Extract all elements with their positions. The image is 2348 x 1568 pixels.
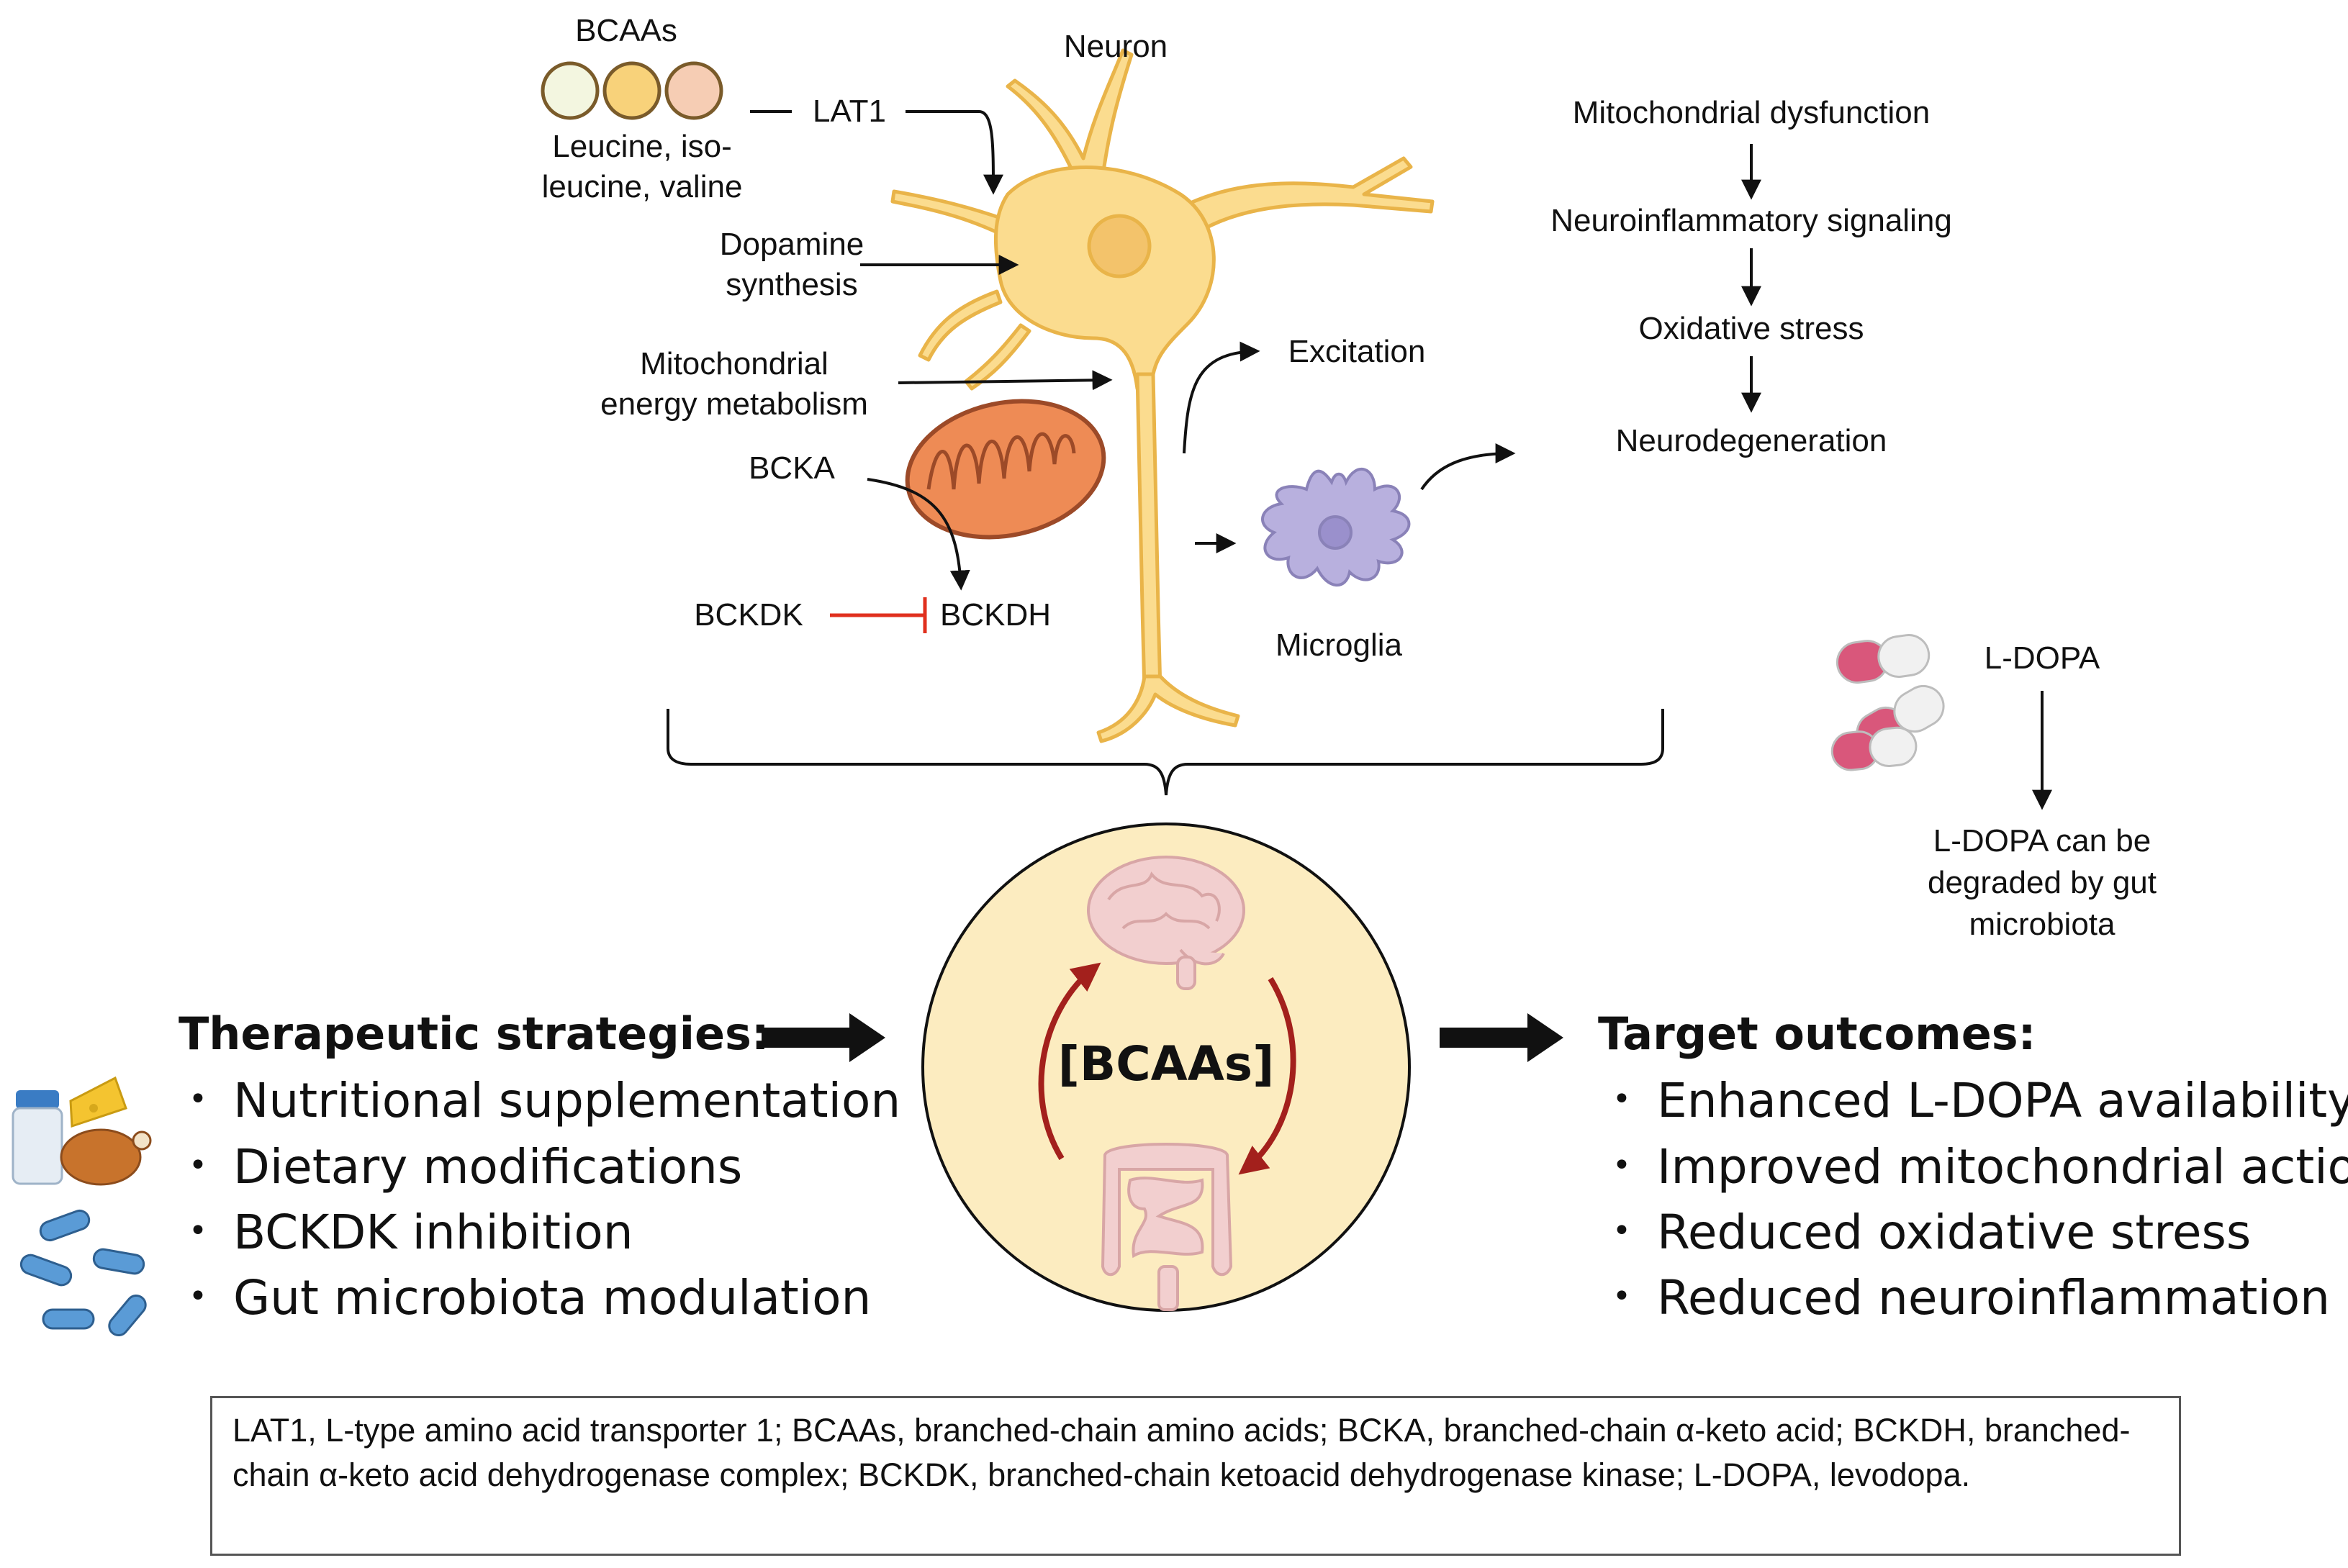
outcome-text: Improved mitochondrial action bbox=[1657, 1139, 2348, 1195]
bullet: • bbox=[1612, 1212, 1631, 1249]
outcome-item: • Reduced neuroinflammation bbox=[1612, 1265, 2330, 1334]
bcaas-label: BCAAs bbox=[575, 13, 677, 48]
outcome-item: • Enhanced L-DOPA availability bbox=[1612, 1068, 2348, 1137]
outcome-text: Enhanced L-DOPA availability bbox=[1657, 1073, 2348, 1128]
cycle-arrows bbox=[1038, 962, 1296, 1175]
neuron-icon bbox=[890, 48, 1435, 743]
chicken-icon bbox=[60, 1128, 152, 1186]
bullet: • bbox=[1612, 1080, 1631, 1118]
intestine-icon bbox=[1101, 1143, 1233, 1311]
bckdk-label: BCKDK bbox=[694, 597, 803, 633]
capsule-icon bbox=[1830, 634, 1945, 771]
neuron-label: Neuron bbox=[1063, 29, 1168, 64]
bullet: • bbox=[189, 1212, 207, 1249]
strategy-item: • Gut microbiota modulation bbox=[189, 1265, 871, 1334]
chain-step-3: Oxidative stress bbox=[1638, 311, 1864, 346]
bckdh-label: BCKDH bbox=[940, 597, 1052, 633]
outcome-text: Reduced oxidative stress bbox=[1657, 1205, 2252, 1260]
strategy-text: Gut microbiota modulation bbox=[233, 1270, 872, 1325]
bullet: • bbox=[189, 1146, 207, 1184]
bullet: • bbox=[189, 1277, 207, 1315]
chain-step-1: Mitochondrial dysfunction bbox=[1572, 95, 1931, 130]
strategy-item: • Dietary modifications bbox=[189, 1134, 742, 1203]
brain-icon bbox=[1087, 856, 1245, 990]
ldopa-note: L-DOPA can be degraded by gut microbiota bbox=[1927, 823, 2157, 942]
strategy-text: Dietary modifications bbox=[233, 1139, 743, 1195]
outcome-item: • Reduced oxidative stress bbox=[1612, 1200, 2251, 1269]
upper-arrows bbox=[750, 110, 2052, 810]
excitation-label: Excitation bbox=[1288, 334, 1426, 369]
bullet: • bbox=[189, 1080, 207, 1118]
strategy-text: Nutritional supplementation bbox=[233, 1073, 901, 1128]
cheese-icon bbox=[69, 1076, 127, 1128]
bcaa-circles-icon bbox=[541, 61, 723, 120]
ldopa-label: L-DOPA bbox=[1984, 640, 2100, 676]
mitochondrion-icon bbox=[905, 399, 1106, 540]
microglia-label: Microglia bbox=[1275, 627, 1403, 663]
strategy-item: • BCKDK inhibition bbox=[189, 1200, 633, 1269]
strategy-text: BCKDK inhibition bbox=[233, 1205, 633, 1260]
outcome-text: Reduced neuroinflammation bbox=[1657, 1270, 2330, 1325]
big-arrows bbox=[762, 1013, 1563, 1062]
center-bcaas-label: [BCAAs] bbox=[1057, 1036, 1275, 1092]
bullet: • bbox=[1612, 1277, 1631, 1315]
brace bbox=[667, 709, 1664, 796]
strategy-item: • Nutritional supplementation bbox=[189, 1068, 900, 1137]
inhibition-line bbox=[830, 597, 927, 633]
bcaa-names-label: Leucine, iso- leucine, valine bbox=[541, 129, 743, 204]
chain-step-4: Neurodegeneration bbox=[1615, 423, 1887, 458]
shaker-icon bbox=[12, 1090, 63, 1185]
lat1-label: LAT1 bbox=[813, 94, 886, 129]
outcome-item: • Improved mitochondrial action bbox=[1612, 1134, 2348, 1203]
chain-step-2: Neuroinflammatory signaling bbox=[1550, 203, 1952, 238]
dopamine-synthesis-label: Dopamine synthesis bbox=[719, 227, 864, 302]
bacteria-icon bbox=[19, 1209, 147, 1337]
microglia-icon bbox=[1261, 467, 1411, 587]
abbreviation-legend: LAT1, L-type amino acid transporter 1; B… bbox=[210, 1396, 2181, 1556]
bcka-label: BCKA bbox=[749, 450, 835, 486]
strategies-title: Therapeutic strategies: bbox=[179, 1007, 769, 1060]
bullet: • bbox=[1612, 1146, 1631, 1184]
outcomes-title: Target outcomes: bbox=[1598, 1007, 2036, 1060]
mito-energy-label: Mitochondrial energy metabolism bbox=[600, 346, 868, 422]
